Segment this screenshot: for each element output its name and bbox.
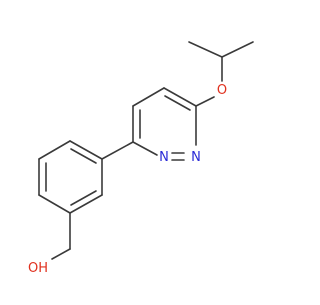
bond-methyl-right	[221, 41, 254, 58]
bond-b1-b2-inner	[70, 148, 97, 164]
bond-b4-b5	[38, 194, 71, 214]
pyridazine-n2-label: N	[159, 150, 169, 165]
benzene-ring	[38, 140, 103, 214]
bond-c5-c4	[132, 87, 165, 107]
molecule-diagram: O N N OH	[28, 41, 254, 276]
bond-c6-c5	[163, 87, 197, 107]
bond-b1-b2	[69, 140, 103, 160]
pyridazine-ring	[132, 87, 197, 161]
structure-canvas: O N N OH	[28, 41, 254, 276]
hydroxyl-label: OH	[28, 261, 48, 276]
bond-c6-c5-inner	[164, 95, 191, 111]
bond-b2-b3	[38, 140, 71, 160]
bond-b5-b6	[69, 194, 103, 214]
pyridazine-n1-label: N	[191, 150, 201, 165]
isopropyl-group	[188, 41, 254, 82]
bond-c3-n2	[132, 141, 158, 156]
bond-biaryl	[101, 141, 134, 160]
bond-o-ring	[195, 96, 215, 107]
ether-oxygen-label: O	[217, 83, 227, 98]
bond-ch2-oh	[51, 248, 71, 260]
bond-methyl-left	[188, 41, 223, 58]
bond-b5-b6-inner	[70, 190, 97, 206]
